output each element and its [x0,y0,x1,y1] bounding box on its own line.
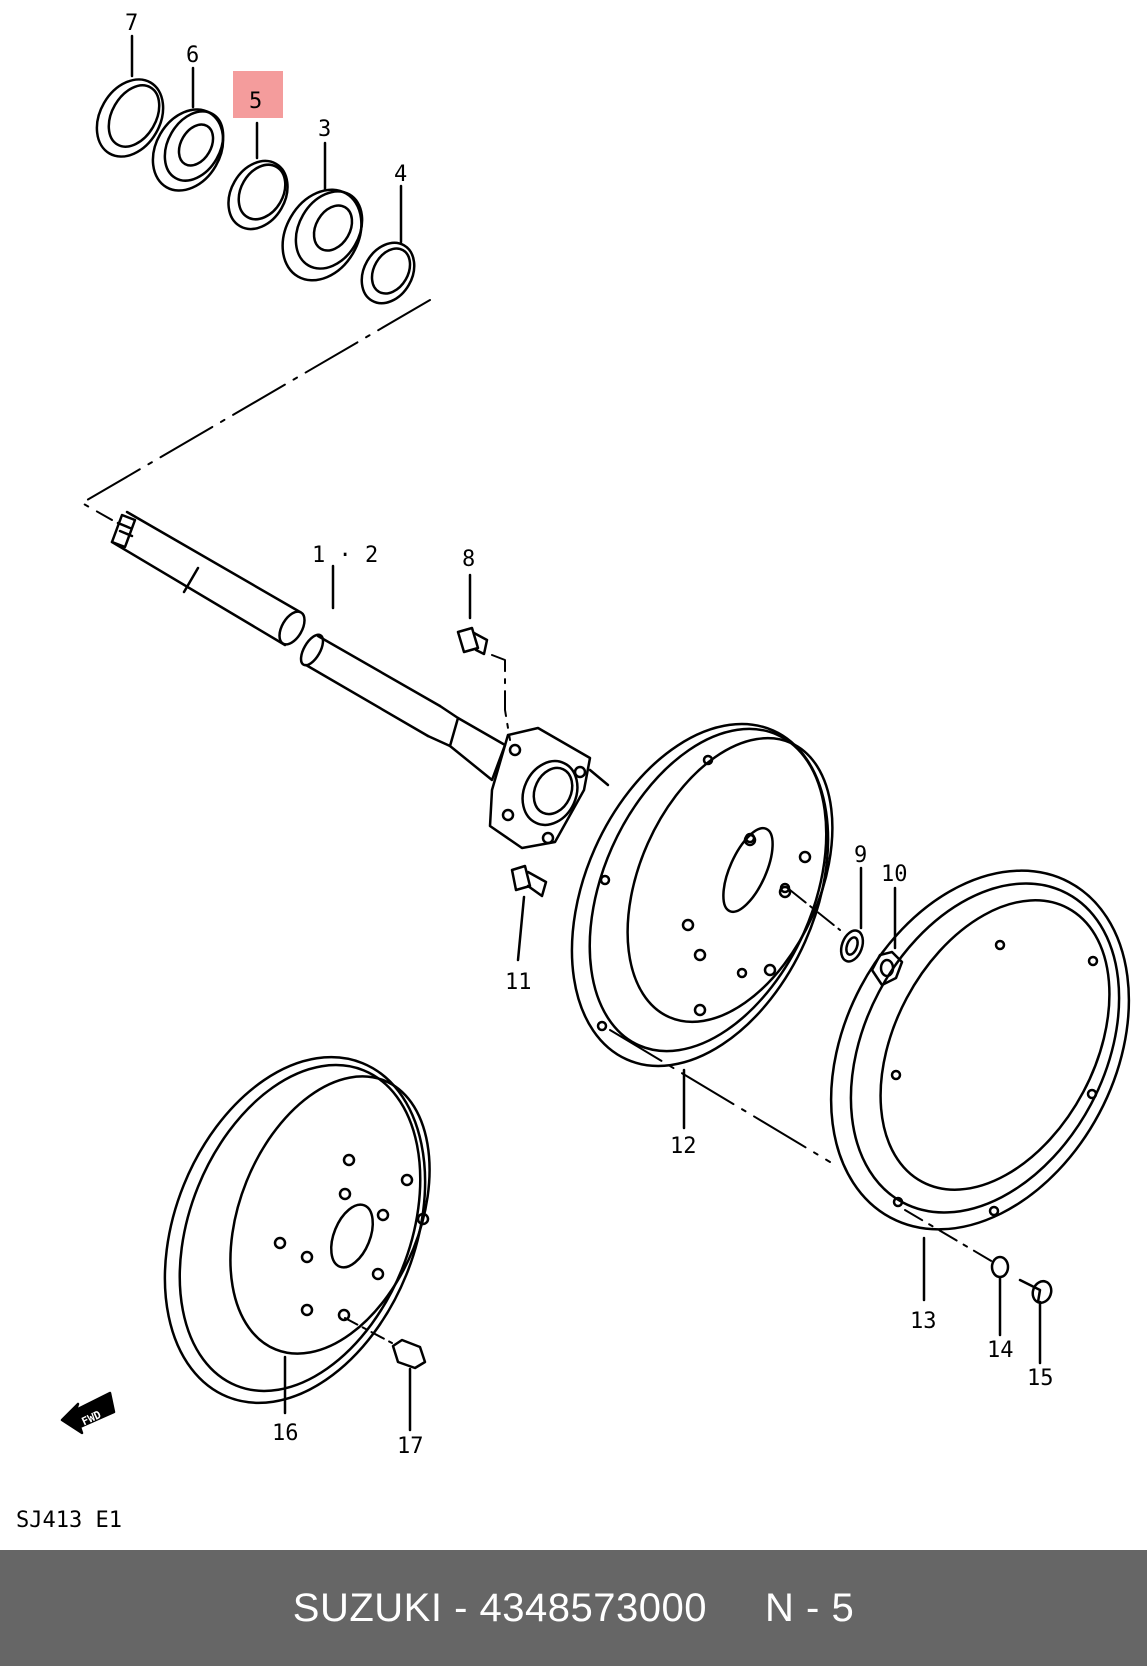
callout-9: 9 [854,843,867,868]
axle-flange [488,726,610,850]
oil-seal-part-7 [95,34,165,158]
model-code: SJ413 E1 [16,1508,122,1533]
callout-16: 16 [272,1421,299,1446]
brake-ring-part-13 [829,869,1131,1302]
bearing-part-6 [151,66,225,192]
assembly-leader-line [81,299,431,521]
footer-caption: SUZUKI - 4348573000 N - 5 [292,1585,855,1630]
callout-5: 5 [249,89,262,114]
fwd-arrow-icon [60,1391,116,1435]
backing-plate-part-12 [570,722,841,1163]
bolt-part-8 [456,573,511,741]
callout-3: 3 [318,117,331,142]
callout-6: 6 [186,43,199,68]
brand-name: SUZUKI [292,1585,443,1630]
spacer-part-5 [227,121,289,231]
callout-15: 15 [1027,1366,1054,1391]
oil-seal-part-4 [360,184,416,305]
highlight-box [233,71,283,118]
washer-part-9 [839,866,865,963]
footer-bar: SUZUKI - 4348573000 N - 5 [0,1550,1147,1666]
callout-11: 11 [505,970,532,995]
nut-part-14 [990,1255,1010,1337]
nut-part-10 [870,886,904,987]
callout-12: 12 [670,1134,697,1159]
bearing-part-3 [281,141,364,282]
callout-14: 14 [987,1338,1014,1363]
callout-1-2: 1 · 2 [312,543,378,568]
screw-part-15 [1018,1278,1053,1365]
brake-drum-part-16 [163,1055,431,1415]
part-number: 4348573000 [479,1585,707,1630]
callout-10: 10 [881,862,908,887]
reference-number: N - 5 [765,1585,855,1630]
axle-shaft-part-1-2 [110,510,507,782]
callout-7: 7 [125,11,138,36]
callout-17: 17 [397,1434,424,1459]
callout-13: 13 [910,1309,937,1334]
plug-part-17 [391,1338,427,1432]
parts-diagram: 7 6 5 3 4 1 · 2 8 9 10 11 12 13 14 15 16… [16,11,1131,1533]
callout-8: 8 [462,547,475,572]
callout-4: 4 [394,162,407,187]
bolt-part-11 [510,864,548,962]
